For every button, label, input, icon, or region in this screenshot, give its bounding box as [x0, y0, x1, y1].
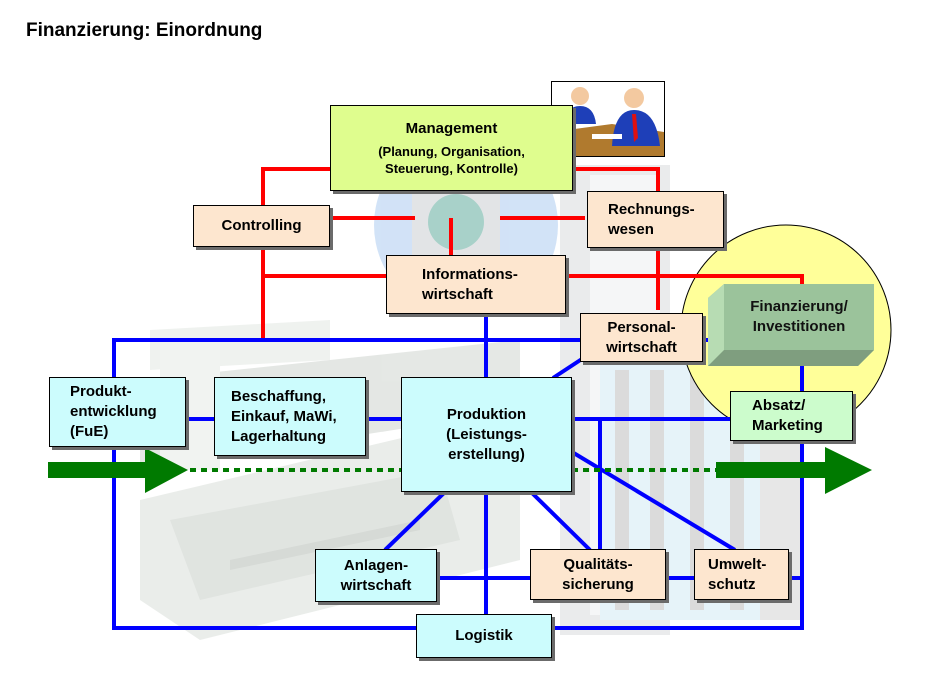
produktion-label-line2: (Leistungs- — [446, 425, 527, 443]
logistik-box: Logistik — [416, 614, 552, 658]
umweltschutz-label-line1: Umwelt- — [708, 555, 767, 573]
absatz-label-line1: Absatz/ — [752, 397, 806, 414]
operations-lines — [112, 313, 804, 630]
rechnungswesen-box: Rechnungs- wesen — [587, 191, 724, 248]
produktentwicklung-label-line2: entwicklung — [70, 403, 157, 420]
finanzierung-3d-block — [708, 284, 874, 366]
management-subtitle-line2: Steuerung, Kontrolle) — [385, 161, 518, 176]
beschaffung-label-line1: Beschaffung, — [231, 387, 327, 405]
produktion-label-line3: erstellung) — [448, 445, 525, 463]
anlagenwirtschaft-label-line2: wirtschaft — [340, 576, 412, 594]
produktentwicklung-box: Produkt- entwicklung (FuE) — [49, 377, 186, 447]
management-box: Management (Planung, Organisation, Steue… — [330, 105, 573, 191]
management-subtitle-line1: (Planung, Organisation, — [378, 144, 525, 159]
personalwirtschaft-label-line2: wirtschaft — [606, 338, 677, 356]
anlagenwirtschaft-box: Anlagen- wirtschaft — [315, 549, 437, 602]
qualitaetssicherung-box: Qualitäts- sicherung — [530, 549, 666, 600]
beschaffung-label-line3: Lagerhaltung — [231, 427, 327, 445]
anlagenwirtschaft-label-line1: Anlagen- — [343, 556, 409, 574]
controlling-box: Controlling — [193, 205, 330, 247]
beschaffung-box: Beschaffung, Einkauf, MaWi, Lagerhaltung — [214, 377, 366, 456]
produktentwicklung-label-line3: (FuE) — [70, 423, 109, 440]
absatz-marketing-box: Absatz/ Marketing — [730, 391, 853, 441]
produktion-box: Produktion (Leistungs- erstellung) — [401, 377, 572, 492]
informationswirtschaft-label-line1: Informations- — [422, 265, 518, 283]
logistik-label: Logistik — [455, 627, 513, 644]
rechnungswesen-label-line1: Rechnungs- — [608, 200, 695, 218]
absatz-label-line2: Marketing — [752, 417, 823, 434]
personalwirtschaft-box: Personal- wirtschaft — [580, 313, 703, 362]
business-meeting-icon — [552, 87, 664, 156]
controlling-label: Controlling — [221, 217, 302, 234]
personalwirtschaft-label-line1: Personal- — [607, 318, 676, 336]
informationswirtschaft-label-line2: wirtschaft — [422, 285, 493, 303]
flow-arrows — [48, 447, 872, 494]
finanzierung-label-line1: Finanzierung/ — [750, 298, 848, 315]
umweltschutz-box: Umwelt- schutz — [694, 549, 789, 600]
umweltschutz-label-line2: schutz — [708, 575, 756, 593]
input-flow-arrow — [48, 448, 188, 493]
page-title: Finanzierung: Einordnung — [26, 20, 263, 41]
rechnungswesen-label-line2: wesen — [608, 220, 654, 238]
qualitaetssicherung-label-line2: sicherung — [562, 575, 634, 593]
beschaffung-label-line2: Einkauf, MaWi, — [231, 407, 337, 425]
produktentwicklung-label-line1: Produkt- — [70, 383, 132, 400]
informationswirtschaft-box: Informations- wirtschaft — [386, 255, 566, 314]
finanzierung-label-line2: Investitionen — [752, 318, 846, 335]
produktion-label-line1: Produktion — [446, 405, 527, 423]
qualitaetssicherung-label-line1: Qualitäts- — [563, 555, 633, 573]
management-title: Management — [405, 120, 498, 137]
finanzierung-box: Finanzierung/ Investitionen — [730, 297, 868, 337]
output-flow-arrow — [716, 447, 872, 494]
